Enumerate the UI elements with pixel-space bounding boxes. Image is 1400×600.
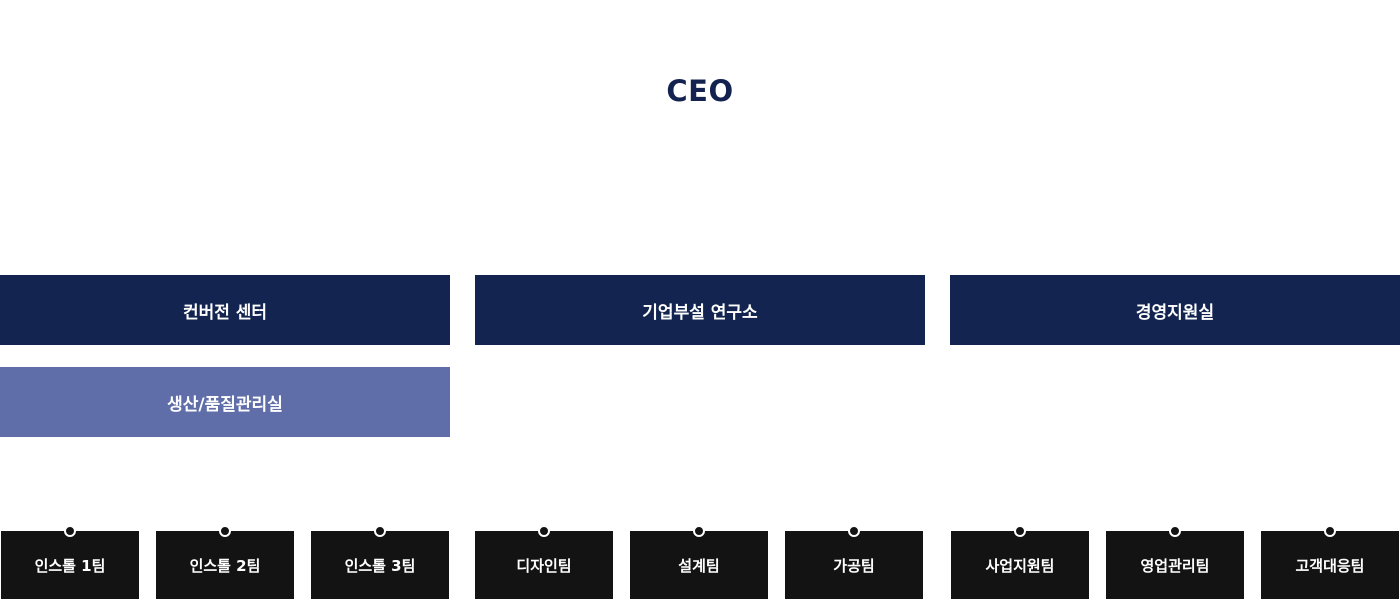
connector-dot-icon (848, 525, 860, 537)
connector-dot-icon (693, 525, 705, 537)
connector-dot-icon (538, 525, 550, 537)
team-node: 인스톨 3팀 (311, 525, 449, 599)
team-label: 인스톨 2팀 (189, 556, 261, 575)
team-node: 디자인팀 (475, 525, 613, 599)
team-label: 가공팀 (833, 556, 875, 575)
team-node: 가공팀 (785, 525, 923, 599)
team-label: 인스톨 3팀 (344, 556, 416, 575)
team-label: 고객대응팀 (1295, 556, 1365, 575)
connector-dot-icon (1169, 525, 1181, 537)
team-node: 영업관리팀 (1106, 525, 1244, 599)
connector-dot-icon (64, 525, 76, 537)
connector-dot-icon (1014, 525, 1026, 537)
team-node: 사업지원팀 (951, 525, 1089, 599)
team-node: 고객대응팀 (1261, 525, 1399, 599)
team-label: 사업지원팀 (985, 556, 1055, 575)
team-label: 인스톨 1팀 (34, 556, 106, 575)
dept-management-support: 경영지원실 (950, 275, 1400, 345)
team-node: 인스톨 2팀 (156, 525, 294, 599)
team-label: 디자인팀 (516, 556, 572, 575)
team-node: 설계팀 (630, 525, 768, 599)
team-label: 영업관리팀 (1140, 556, 1210, 575)
ceo-node: CEO (666, 74, 734, 108)
team-node: 인스톨 1팀 (1, 525, 139, 599)
sub-dept-production-quality: 생산/품질관리실 (0, 367, 450, 437)
team-label: 설계팀 (678, 556, 720, 575)
dept-research-lab: 기업부설 연구소 (475, 275, 925, 345)
connector-dot-icon (219, 525, 231, 537)
connector-dot-icon (1324, 525, 1336, 537)
dept-conversion-center: 컨버전 센터 (0, 275, 450, 345)
connector-dot-icon (374, 525, 386, 537)
